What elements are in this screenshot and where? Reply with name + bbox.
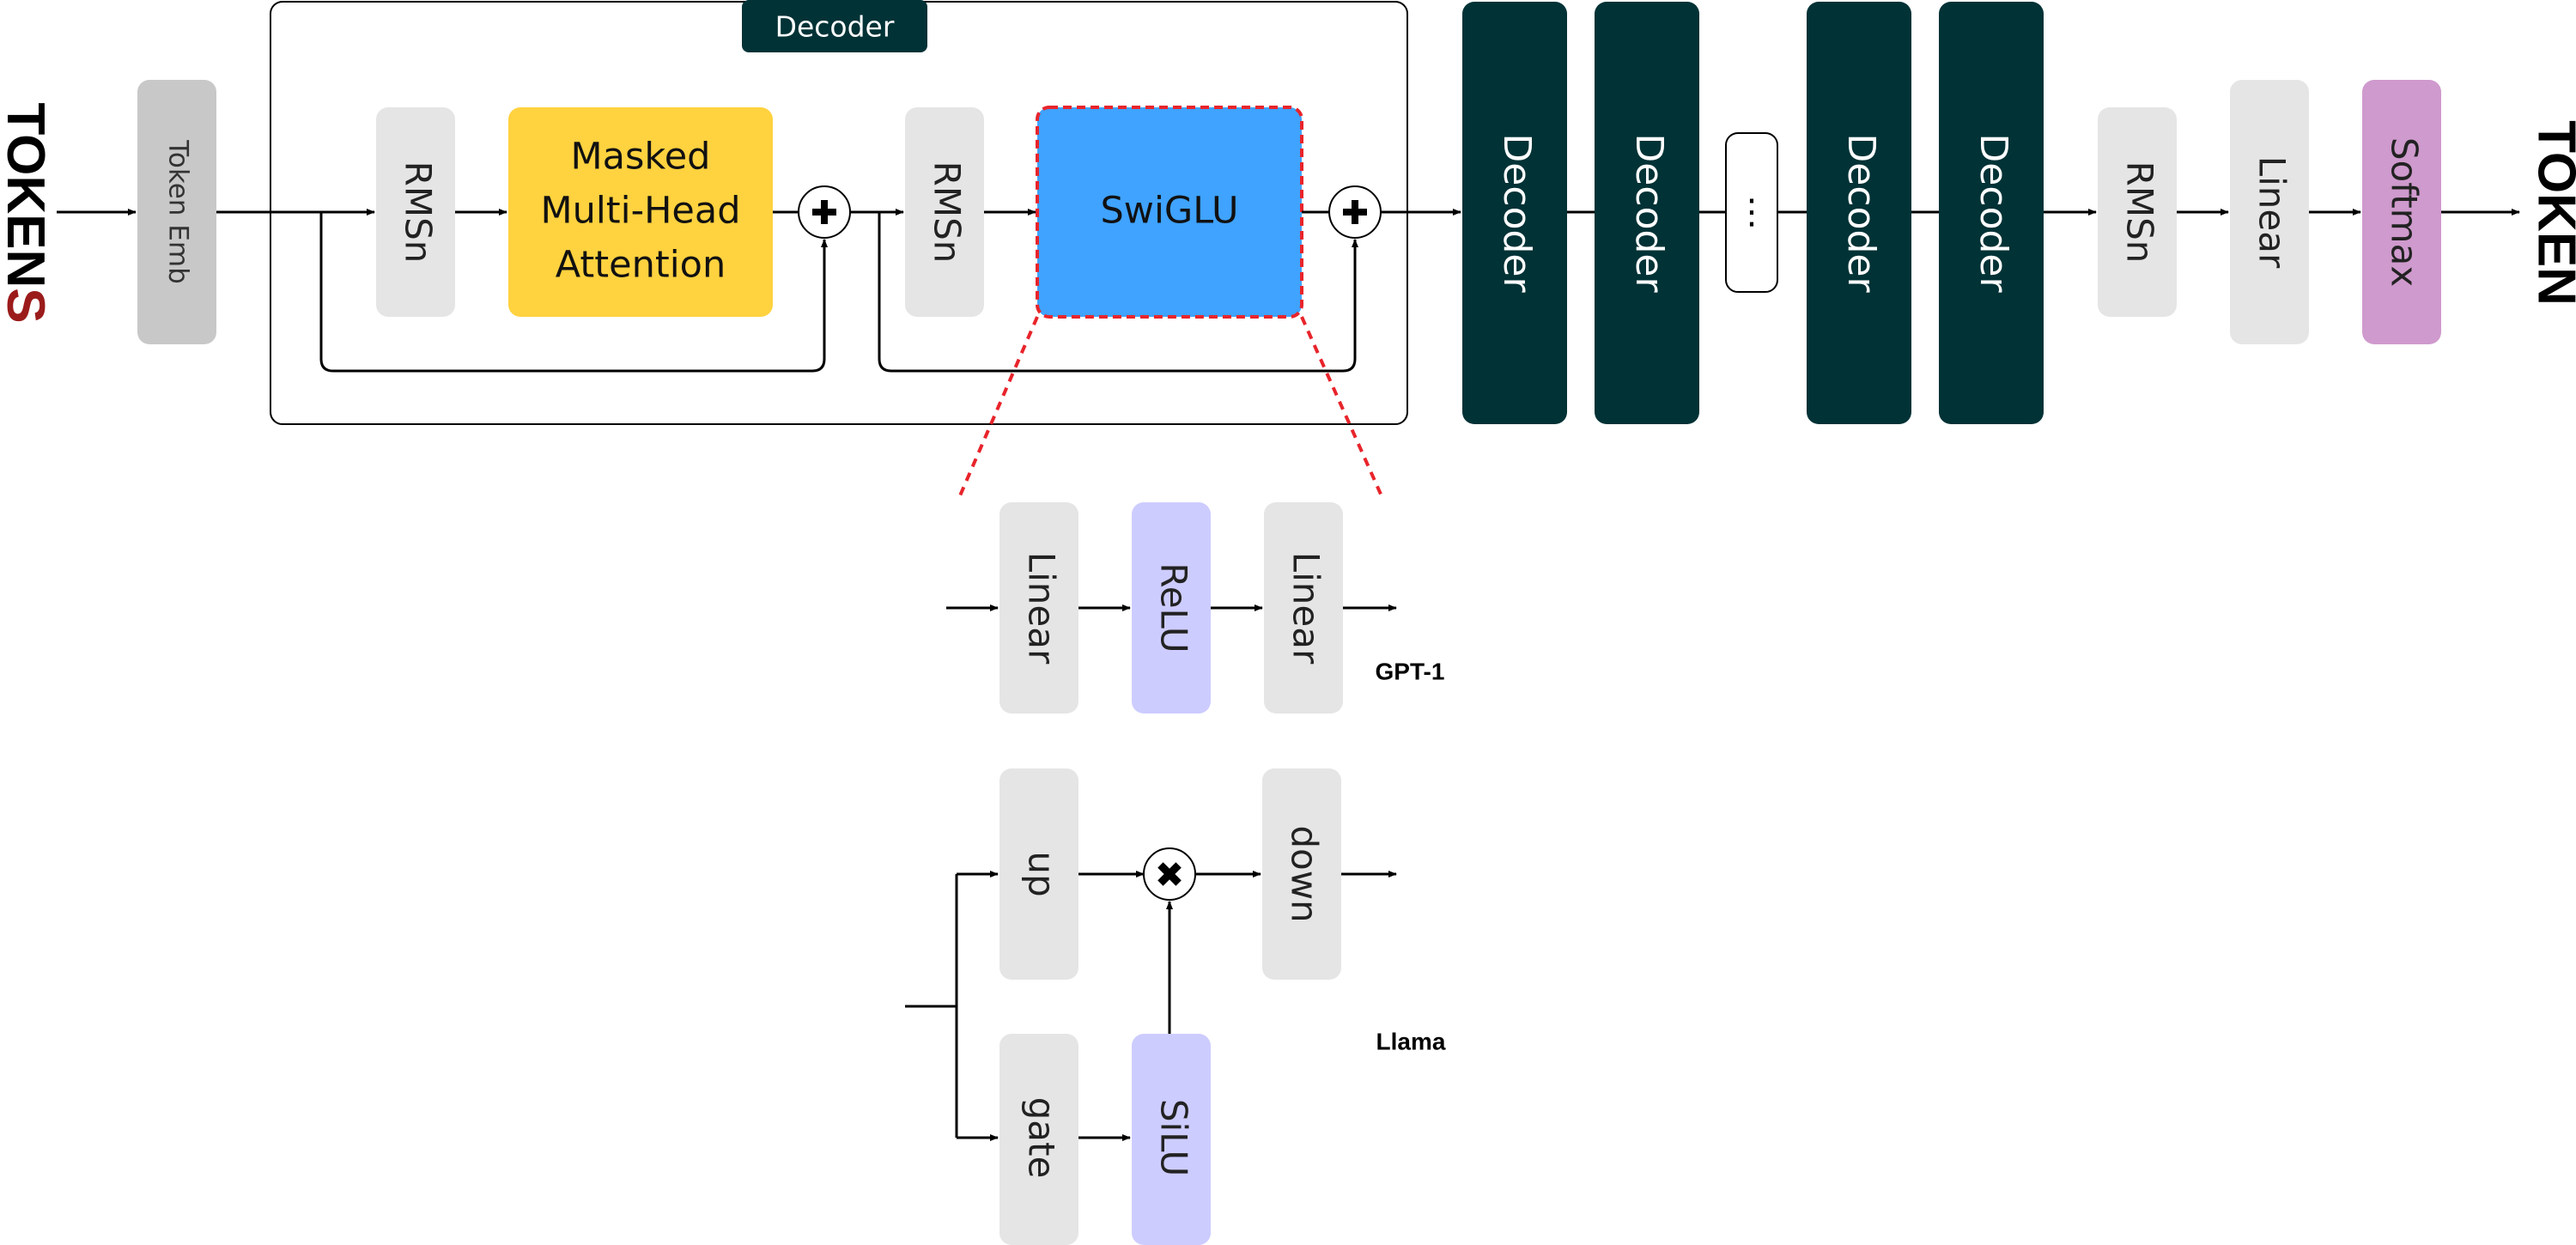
head-rmsnorm-label: RMSn <box>2119 161 2161 264</box>
decoder-stack: Decoder Decoder Decoder Decoder <box>1462 2 2044 424</box>
gpt1-linear-1-block <box>999 502 1078 714</box>
decoder-4 <box>1939 2 2044 424</box>
gpt1-relu-label: ReLU <box>1153 562 1195 653</box>
head-rmsnorm-block <box>2098 107 2177 317</box>
zoom-callout-lines <box>957 316 1384 501</box>
gpt1-linear-2-label: Linear <box>1285 552 1327 665</box>
rmsnorm-2-block <box>905 107 984 317</box>
softmax-label: Softmax <box>2384 137 2426 287</box>
head-linear-label: Linear <box>2251 156 2293 269</box>
output-token-label: TOKEN <box>2527 120 2576 306</box>
decoder-3 <box>1807 2 1911 424</box>
rmsnorm-1-label: RMSn <box>398 161 440 264</box>
llama-silu-label: SiLU <box>1153 1099 1195 1176</box>
softmax-block <box>2362 80 2441 344</box>
input-tokens-label: TOKENS <box>0 102 55 323</box>
decoder-block-tab <box>742 0 927 52</box>
token-emb-label: Token Emb <box>163 139 194 284</box>
decoder-1 <box>1462 2 1567 424</box>
llama-down-block <box>1262 768 1341 980</box>
decoder-3-label: Decoder <box>1839 133 1883 293</box>
decoder-4-label: Decoder <box>1971 133 2015 293</box>
times-circle-icon <box>1143 847 1196 901</box>
gpt1-relu-block <box>1132 502 1211 714</box>
attention-label-1: Masked <box>571 136 711 179</box>
swiglu-label: SwiGLU <box>1100 190 1238 233</box>
rmsnorm-1-block <box>376 107 455 317</box>
attention-block <box>508 107 773 317</box>
llama-up-block <box>999 768 1078 980</box>
gpt1-linear-1-label: Linear <box>1021 552 1063 665</box>
llama-silu-block <box>1132 1034 1211 1245</box>
llama-up-label: up <box>1021 851 1063 896</box>
gpt1-linear-2-block <box>1264 502 1343 714</box>
head-linear-block <box>2230 80 2309 344</box>
gpt1-caption: GPT-1 <box>1376 658 1445 684</box>
decoder-block-tab-label: Decoder <box>775 10 895 44</box>
svg-text:TOKENS: TOKENS <box>0 102 55 323</box>
llama-down-label: down <box>1284 825 1326 922</box>
ellipsis-icon: ⋮ <box>1735 192 1769 232</box>
decoder-flow-lines <box>57 209 1461 373</box>
token-emb-block <box>137 80 216 344</box>
plus-circle-icon <box>798 185 851 239</box>
attention-label-2: Multi-Head <box>540 190 740 233</box>
llama-caption: Llama <box>1376 1028 1446 1054</box>
rmsnorm-2-label: RMSn <box>927 161 969 264</box>
decoder-1-label: Decoder <box>1495 133 1539 293</box>
decoder-2 <box>1595 2 1699 424</box>
llama-ffn: up gate SiLU down Llama <box>905 768 1446 1245</box>
plus-circle-icon <box>1328 185 1382 239</box>
llama-gate-block <box>999 1034 1078 1245</box>
decoder-2-label: Decoder <box>1627 133 1671 293</box>
gpt1-ffn: Linear ReLU Linear GPT-1 <box>946 502 1444 714</box>
llama-gate-label: gate <box>1021 1097 1063 1179</box>
attention-label-3: Attention <box>556 244 726 287</box>
